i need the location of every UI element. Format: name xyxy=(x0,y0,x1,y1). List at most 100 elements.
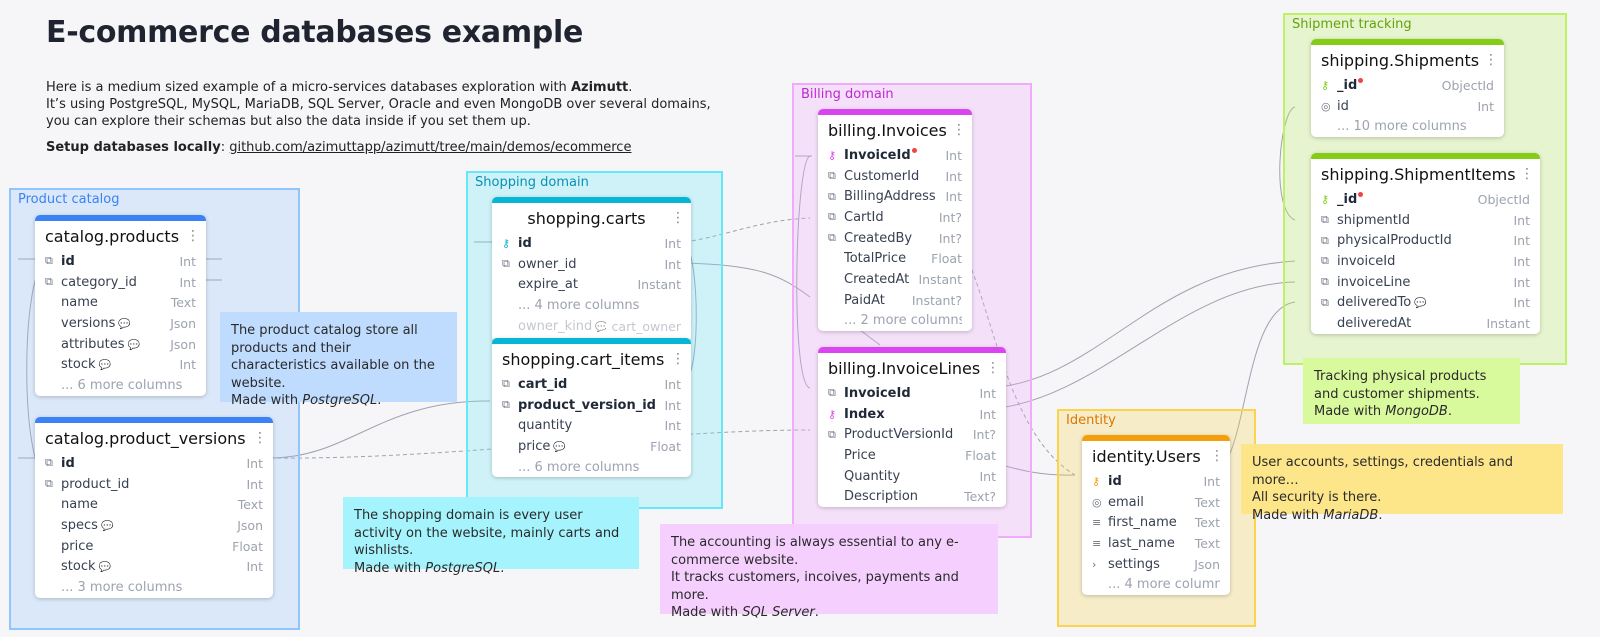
kebab-menu-icon[interactable]: ⋮ xyxy=(986,360,1000,376)
note-product-catalog[interactable]: The product catalog store all products a… xyxy=(220,312,457,408)
key-icon: ⚷ xyxy=(1321,78,1330,92)
table-header[interactable]: shopping.cart_items⋮ xyxy=(492,338,691,374)
table-row[interactable]: stock💬Int xyxy=(35,354,206,375)
relation-line xyxy=(989,281,1296,410)
table-row[interactable]: versions💬Json xyxy=(35,313,206,334)
fk-icon: ⧉ xyxy=(45,275,53,289)
column-name: product_version_id xyxy=(518,397,656,413)
note-identity[interactable]: User accounts, settings, credentials and… xyxy=(1241,444,1563,523)
kebab-menu-icon[interactable]: ⋮ xyxy=(1484,52,1498,68)
table-header[interactable]: shipping.ShipmentItems⋮ xyxy=(1311,153,1540,189)
table-header[interactable]: billing.Invoices ⋮ xyxy=(818,109,972,145)
column-type: Instant? xyxy=(911,292,962,308)
more-columns[interactable]: ... 6 more columns xyxy=(518,459,640,475)
table-header[interactable]: billing.InvoiceLines⋮ xyxy=(818,347,1006,383)
more-columns[interactable]: ... 3 more columns xyxy=(61,579,183,595)
fk-icon: ⧉ xyxy=(1321,275,1329,289)
kebab-menu-icon[interactable]: ⋮ xyxy=(952,122,966,138)
table-row[interactable]: stock💬Int xyxy=(35,556,273,577)
table-row[interactable]: owner_kind💬cart_owner xyxy=(492,316,691,337)
kebab-menu-icon[interactable]: ⋮ xyxy=(671,351,685,367)
more-columns[interactable]: ... 2 more columns xyxy=(844,313,962,329)
table-row[interactable]: price💬Float xyxy=(492,436,691,457)
note-shopping-domain[interactable]: The shopping domain is every user activi… xyxy=(343,497,639,576)
relation-line xyxy=(859,329,881,346)
table-header[interactable]: shipping.Shipments⋮ xyxy=(1311,39,1504,75)
setup-link[interactable]: github.com/azimuttapp/azimutt/tree/main/… xyxy=(229,140,632,155)
kebab-menu-icon[interactable]: ⋮ xyxy=(253,430,267,446)
comment-icon: 💬 xyxy=(595,321,606,333)
more-columns[interactable]: ... 4 more columns xyxy=(1108,577,1220,593)
kebab-menu-icon[interactable]: ⋮ xyxy=(1520,166,1534,182)
table-row[interactable]: attributes💬Json xyxy=(35,334,206,355)
note-billing-domain[interactable]: The accounting is always essential to an… xyxy=(660,524,998,620)
table-header[interactable]: catalog.product_versions⋮ xyxy=(35,417,273,453)
table-header[interactable]: catalog.products⋮ xyxy=(35,215,206,251)
table-header[interactable]: shopping.carts⋮ xyxy=(492,197,691,233)
kebab-menu-icon[interactable]: ⋮ xyxy=(1210,448,1224,464)
more-columns[interactable]: ... 6 more columns xyxy=(61,377,183,393)
column-type: Int xyxy=(246,476,263,492)
kebab-menu-icon[interactable]: ⋮ xyxy=(186,228,200,244)
note-shipment-tracking[interactable]: Tracking physical products and customer … xyxy=(1303,358,1520,424)
more-columns[interactable]: ... 10 more columns xyxy=(1337,119,1467,135)
table-name: billing.Invoices xyxy=(828,120,947,140)
comment-icon: 💬 xyxy=(98,360,111,372)
kebab-menu-icon[interactable]: ⋮ xyxy=(671,210,685,226)
table-row[interactable]: specs💬Json xyxy=(35,515,273,536)
key-icon: ⚷ xyxy=(828,148,837,162)
more-columns[interactable]: ... 4 more columns xyxy=(518,297,640,313)
table-header[interactable]: identity.Users⋮ xyxy=(1082,435,1230,471)
table-row[interactable]: ⧉deliveredTo💬Int xyxy=(1311,292,1540,313)
